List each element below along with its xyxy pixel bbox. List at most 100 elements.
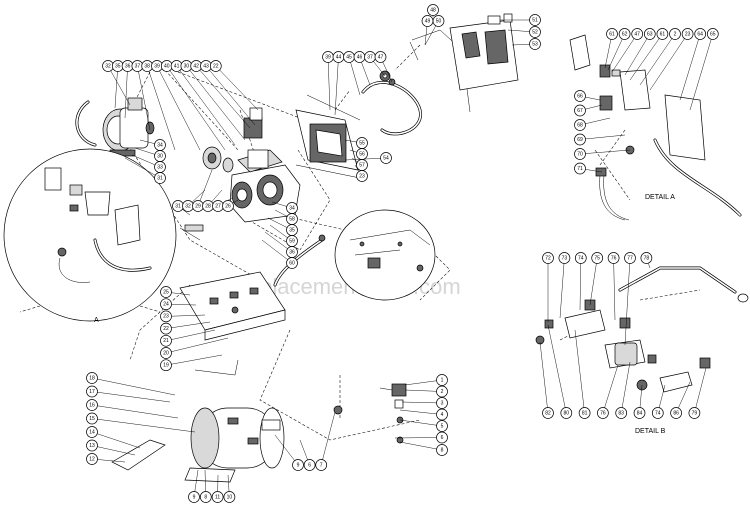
callout-2: 2 [436, 385, 448, 398]
callout-number: 62 [622, 31, 628, 37]
callout-number: 2 [674, 31, 677, 37]
callout-number: 41 [174, 63, 180, 69]
callout-number: 56 [359, 151, 365, 157]
callout-number: 43 [203, 63, 209, 69]
leader-line [107, 65, 131, 106]
callout-circle [633, 407, 646, 419]
callout-number: 42 [193, 63, 199, 69]
callout-78: 78 [640, 252, 653, 264]
callout-circle [615, 407, 628, 419]
callout-circle [211, 491, 224, 503]
top-shroud [409, 13, 519, 113]
callout-circle [374, 51, 387, 63]
callout-number: 11 [215, 494, 220, 500]
callout-number: 45 [346, 54, 352, 60]
callout-number: 58 [289, 216, 295, 222]
callout-56: 56 [356, 148, 368, 160]
callout-number: 8 [441, 447, 444, 453]
callout-80: 80 [560, 407, 573, 419]
callout-24: 24 [160, 298, 172, 311]
callout-58: 58 [286, 213, 298, 225]
callout-4: 4 [436, 408, 448, 421]
callout-number: 76 [611, 255, 617, 261]
callout-84: 84 [633, 407, 646, 419]
callout-circle [681, 28, 694, 40]
callout-48: 48 [427, 4, 439, 16]
callout-32: 32 [182, 200, 194, 212]
callout-circle [574, 252, 587, 264]
callout-number: 32 [105, 63, 111, 69]
callout-number: 46 [357, 54, 363, 60]
callout-number: 60 [289, 260, 295, 266]
callout-number: 52 [532, 29, 538, 35]
leader-line [539, 341, 549, 414]
callout-number: 26 [225, 203, 231, 209]
callout-circle [574, 148, 586, 160]
leader-line [404, 389, 443, 392]
callout-number: 39 [325, 54, 331, 60]
callout-number: 18 [89, 375, 95, 381]
callout-39: 39 [322, 51, 334, 63]
callout-circle [669, 28, 681, 40]
callout-number: 57 [359, 162, 365, 168]
callout-circle [606, 28, 618, 40]
callout-number: 3 [441, 400, 444, 406]
leader-line [165, 314, 206, 317]
callout-77: 77 [624, 252, 636, 264]
callout-45: 45 [343, 51, 355, 63]
detail-a-group: DETAIL A [569, 34, 742, 221]
callout-number: 20 [163, 350, 169, 356]
air-tank [111, 405, 343, 483]
callout-number: 66 [577, 93, 583, 99]
callout-17: 17 [86, 385, 98, 398]
callout-circle [542, 407, 554, 419]
leader-line [624, 257, 631, 346]
detail-ref-a: A [94, 317, 99, 324]
motor-assembly [75, 97, 155, 157]
callout-circle [558, 252, 571, 264]
callout-number: 61 [660, 31, 666, 37]
leader-line [165, 337, 229, 354]
callout-number: 47 [378, 54, 384, 60]
callout-circle [160, 298, 172, 311]
callout-number: 69 [577, 137, 583, 143]
callout-11: 11 [211, 491, 224, 503]
callout-63: 63 [643, 28, 656, 40]
leader-line [589, 257, 598, 306]
callout-54: 54 [380, 152, 392, 164]
callout-number: 34 [289, 205, 295, 211]
callout-circle [286, 257, 298, 269]
detail-b-label: DETAIL B [635, 428, 666, 435]
callout-30: 30 [154, 150, 166, 162]
leader-line [348, 56, 361, 96]
callout-number: 67 [577, 108, 583, 114]
callout-29: 29 [192, 200, 204, 212]
callout-number: 44 [336, 54, 342, 60]
callout-number: 30 [157, 153, 163, 159]
callout-circle [86, 372, 98, 384]
callout-76: 76 [607, 252, 620, 264]
callout-49: 49 [421, 15, 434, 27]
callout-number: 25 [163, 289, 169, 295]
callout-81: 81 [578, 407, 591, 419]
callout-circle [618, 28, 631, 40]
callout-number: 4 [441, 412, 444, 418]
leader-line [197, 169, 213, 207]
callout-70: 70 [574, 148, 586, 160]
callout-number: 50 [436, 18, 442, 24]
callout-75: 75 [591, 252, 604, 264]
callout-number: 80 [564, 410, 570, 416]
callout-number: 30 [184, 63, 190, 69]
leader-line [91, 391, 171, 403]
callout-23: 23 [160, 310, 172, 323]
callout-2: 2 [669, 28, 681, 40]
callout-number: 72 [545, 255, 551, 261]
callout-number: 9 [193, 494, 196, 500]
callout-circle [436, 420, 448, 432]
callout-circle [199, 491, 212, 503]
callout-18: 18 [86, 372, 98, 384]
callout-8: 8 [436, 444, 448, 456]
callout-1: 1 [436, 374, 448, 386]
callout-34: 34 [286, 202, 298, 214]
